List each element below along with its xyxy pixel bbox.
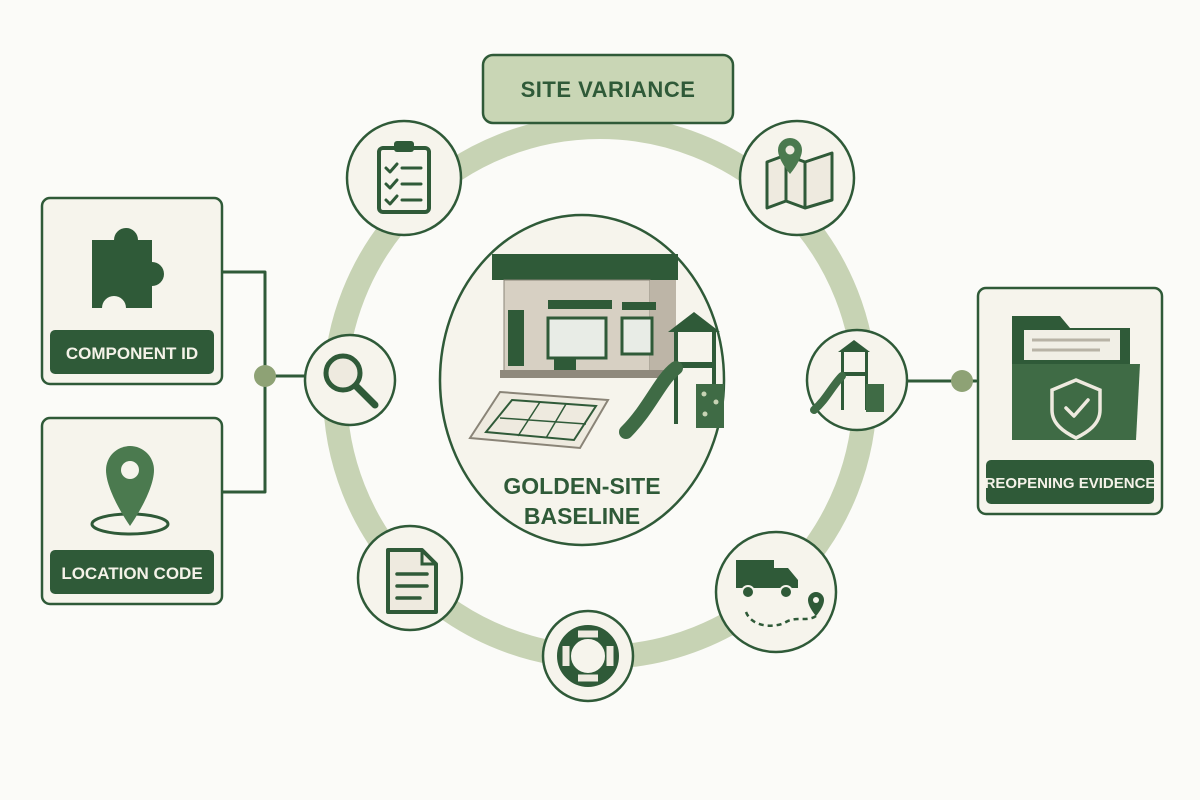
playground-small-icon	[810, 340, 884, 414]
ring-node-magnifier	[303, 333, 397, 427]
location-code-card: LOCATION CODE	[40, 416, 224, 606]
floor-plan-icon	[468, 390, 610, 450]
magnifier-icon	[323, 353, 379, 409]
reopening-evidence-card: REOPENING EVIDENCE	[976, 286, 1164, 516]
location-code-label: LOCATION CODE	[61, 564, 202, 583]
site-variance-label: SITE VARIANCE	[481, 53, 735, 125]
life-ring-icon	[557, 625, 619, 687]
center-title-line1: GOLDEN-SITE	[503, 473, 660, 499]
golden-site-baseline: GOLDEN-SITE BASELINE	[438, 213, 726, 547]
ring-node-life-ring	[541, 609, 635, 703]
secure-folder-icon	[1012, 316, 1140, 440]
component-id-card: COMPONENT ID	[40, 196, 224, 386]
truck-route-icon	[736, 560, 824, 627]
component-id-label: COMPONENT ID	[66, 344, 198, 363]
ring-node-playground	[805, 328, 909, 432]
location-pin-icon	[90, 446, 170, 536]
playground-icon	[619, 312, 724, 439]
clipboard-checklist-icon	[377, 141, 431, 214]
ring-node-truck	[714, 530, 838, 654]
ring-node-document	[356, 524, 464, 632]
map-pin-icon	[765, 138, 834, 210]
document-icon	[386, 548, 438, 614]
building-icon	[492, 254, 678, 378]
left-connector	[220, 270, 307, 494]
site-variance-text: SITE VARIANCE	[521, 77, 696, 102]
right-connector	[903, 370, 978, 392]
puzzle-piece-icon	[92, 228, 164, 308]
ring-node-map	[738, 119, 856, 237]
reopening-evidence-label: REOPENING EVIDENCE	[985, 475, 1156, 492]
center-title-line2: BASELINE	[524, 503, 640, 529]
ring-node-clipboard	[345, 119, 463, 237]
